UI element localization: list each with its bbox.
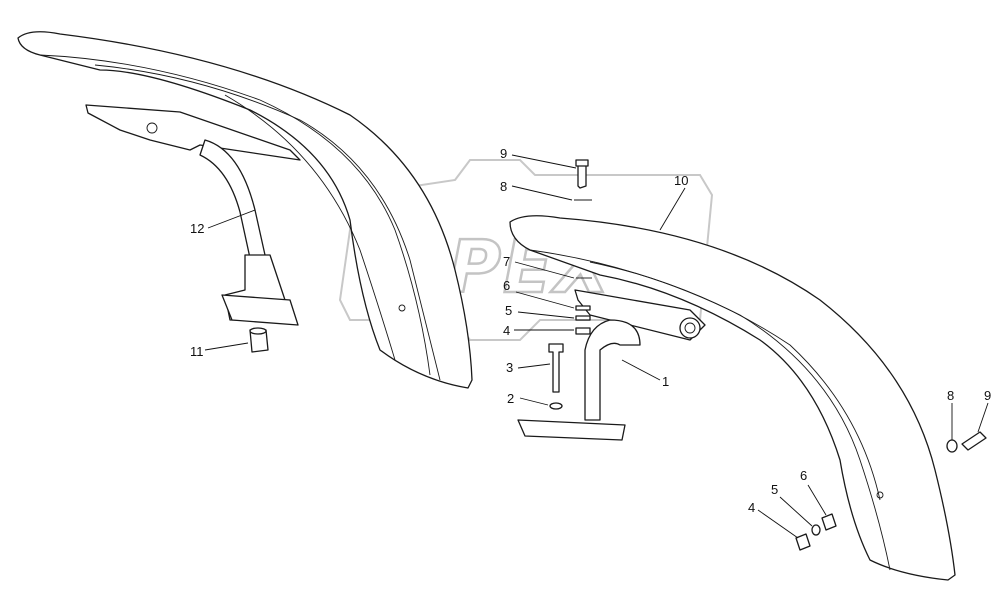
right-fender-rib-inner	[589, 261, 881, 501]
right-hardware	[795, 431, 987, 551]
right-fender-10	[509, 215, 956, 581]
callout-12: 12	[190, 221, 204, 236]
left-bracket-arm	[199, 139, 266, 259]
leader-lines	[204, 154, 989, 539]
washer-2	[549, 402, 563, 410]
callout-6a: 6	[503, 278, 510, 293]
left-bracket-base-plate	[221, 294, 299, 326]
bushing-11	[249, 327, 269, 353]
callout-4b: 4	[748, 500, 755, 515]
callout-8a: 8	[500, 179, 507, 194]
leader-5b	[779, 496, 813, 527]
washer-8-right	[946, 439, 958, 453]
callout-11: 11	[190, 344, 204, 359]
right-bracket-eye-hole	[684, 322, 696, 334]
bolt-9-head	[575, 159, 589, 167]
washer-5-right	[811, 524, 821, 536]
leader-5a	[517, 311, 575, 319]
leader-3	[517, 363, 551, 369]
callout-9a: 9	[500, 146, 507, 161]
callout-1: 1	[662, 374, 669, 389]
center-hardware	[548, 159, 592, 410]
right-fender-body	[509, 215, 956, 581]
bolt-9-right	[961, 431, 987, 451]
leader-1	[621, 359, 661, 381]
left-fender-rib-edge	[224, 94, 396, 361]
washer-6-right	[821, 513, 837, 531]
pin-3	[548, 343, 564, 393]
callout-labels: 1 2 3 4 5 6 7 8 9 10 11 12 4 5 6 8 9	[190, 146, 991, 515]
leader-6b	[807, 484, 827, 516]
callout-2: 2	[507, 391, 514, 406]
callout-8b: 8	[947, 388, 954, 403]
callout-9b: 9	[984, 388, 991, 403]
leader-2	[519, 397, 549, 406]
callout-3: 3	[506, 360, 513, 375]
leader-6a	[515, 291, 575, 309]
leader-11	[204, 342, 249, 351]
bolt-9-center	[577, 163, 587, 189]
callout-7: 7	[503, 254, 510, 269]
left-fender-bolt-hole	[398, 304, 406, 312]
washer-6-center	[575, 305, 591, 311]
callout-4a: 4	[503, 323, 510, 338]
left-fender-rib-outer	[39, 54, 431, 376]
callout-6b: 6	[800, 468, 807, 483]
callout-5a: 5	[505, 303, 512, 318]
right-bracket-plate	[574, 289, 706, 341]
nut-4-right	[795, 533, 811, 551]
leader-4b	[757, 509, 799, 539]
right-bracket-base-plate	[517, 419, 626, 441]
left-bracket-hole	[146, 122, 158, 134]
right-fender-bolt-hole	[876, 491, 884, 499]
left-bracket-12	[85, 104, 301, 326]
callout-5b: 5	[771, 482, 778, 497]
leader-7	[514, 261, 575, 279]
leader-9b	[977, 402, 989, 433]
watermark-gear-outline	[338, 159, 714, 341]
bushing-top	[249, 327, 267, 335]
left-fender	[17, 31, 473, 389]
right-bracket-eye	[679, 317, 701, 339]
right-bracket-arm	[584, 319, 641, 421]
left-bracket-plate	[85, 104, 301, 161]
leader-9a	[511, 154, 577, 169]
leader-10	[659, 187, 686, 231]
callout-10: 10	[674, 173, 688, 188]
leader-8a	[511, 185, 573, 201]
leader-12	[207, 209, 256, 229]
right-bracket-1	[517, 289, 706, 441]
left-fender-rib-inner	[94, 64, 441, 381]
washer-5-center	[575, 315, 591, 321]
nut-4-center	[575, 327, 591, 335]
